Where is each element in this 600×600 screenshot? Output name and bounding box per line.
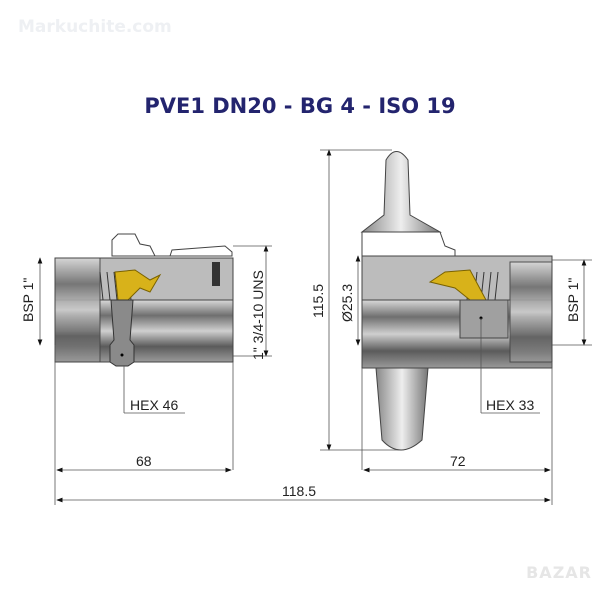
right-bsp-label: BSP 1" (565, 278, 581, 322)
left-bsp-label: BSP 1" (20, 278, 36, 322)
watermark: Markuchite.com (18, 17, 172, 37)
left-uns-label: 1" 3/4-10 UNS (250, 270, 266, 360)
t-handle-bottom (375, 367, 429, 451)
right-diameter-label: Ø25.3 (339, 284, 355, 322)
right-hex-label: HEX 33 (486, 397, 534, 413)
right-height-label: 115.5 (310, 284, 326, 318)
brand-logo: BAZAR (526, 563, 592, 582)
left-coupling (54, 233, 234, 367)
dimension-lines (37, 149, 592, 505)
left-length-label: 68 (136, 453, 152, 469)
spring-icon (99, 271, 132, 301)
total-length-label: 118.5 (282, 483, 316, 499)
right-length-label: 72 (450, 453, 466, 469)
t-handle-top (360, 151, 442, 233)
drawing-title: PVE1 DN20 - BG 4 - ISO 19 (144, 94, 456, 118)
hex-nut-icon (109, 299, 135, 367)
left-hex-label: HEX 46 (130, 397, 178, 413)
right-coupling (360, 151, 553, 451)
